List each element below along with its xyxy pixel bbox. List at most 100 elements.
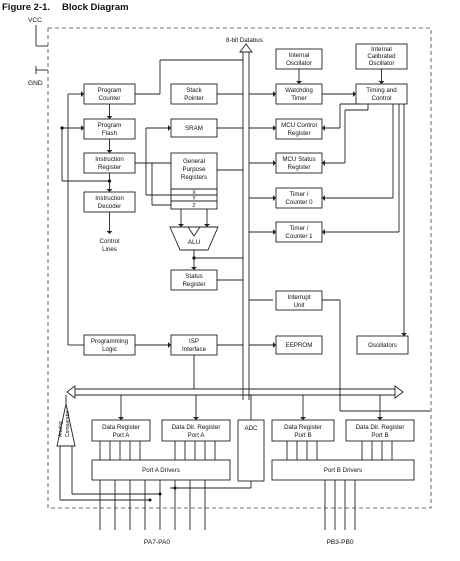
svg-text:Timer /: Timer /	[289, 225, 308, 232]
svg-text:Data Dir. Register: Data Dir. Register	[172, 424, 221, 431]
svg-text:Decoder: Decoder	[98, 203, 121, 210]
port-a-internal-lines	[99, 441, 216, 460]
internal-oscillator: Internal Oscillator	[275, 48, 323, 70]
svg-text:Interface: Interface	[182, 346, 207, 353]
svg-text:Registers: Registers	[181, 174, 207, 181]
databus-arrow-icon	[239, 43, 253, 53]
mcu-status-register: MCU Status Register	[275, 152, 323, 174]
svg-text:Program: Program	[98, 87, 122, 94]
programming-logic: Programming Logic	[83, 334, 136, 356]
gnd-label: GND	[28, 80, 43, 87]
svg-text:General: General	[183, 158, 205, 165]
port-a-drivers: Port A Drivers	[91, 459, 231, 481]
instruction-decoder: Instruction Decoder	[83, 191, 136, 213]
svg-text:Port B: Port B	[371, 432, 388, 439]
svg-text:Register: Register	[98, 164, 121, 171]
instruction-register: Instruction Register	[83, 152, 136, 174]
svg-text:Comparator: Comparator	[65, 410, 71, 437]
svg-text:Oscillator: Oscillator	[286, 60, 312, 67]
svg-text:Logic: Logic	[102, 346, 117, 353]
alu: ALU	[169, 226, 219, 251]
data-dir-register-port-b: Data Dir. Register Port B	[345, 419, 415, 442]
bus-left-arrow-icon	[66, 385, 76, 399]
svg-text:Analog: Analog	[58, 421, 64, 437]
sram: SRAM	[170, 118, 218, 138]
timer-counter-0: Timer / Counter 0	[275, 187, 323, 209]
isp-interface: ISP Interface	[170, 334, 218, 356]
data-register-port-b: Data Register Port B	[271, 419, 335, 442]
svg-text:MCU Status: MCU Status	[282, 156, 315, 163]
interrupt-unit: Interrupt Unit	[275, 290, 323, 311]
svg-text:MCU Control: MCU Control	[281, 122, 317, 129]
svg-text:Watchdog: Watchdog	[285, 87, 313, 94]
eeprom: EEPROM	[275, 335, 323, 355]
svg-text:Programming: Programming	[91, 338, 129, 345]
databus-label: 8-bit Databus	[226, 37, 263, 44]
figure-label: Figure 2-1.	[2, 2, 51, 13]
svg-text:Control: Control	[372, 95, 392, 102]
svg-text:Oscillator: Oscillator	[369, 60, 395, 67]
oscillators: Oscillators	[356, 335, 409, 355]
svg-text:Register: Register	[287, 164, 310, 171]
svg-text:Data Register: Data Register	[102, 424, 140, 431]
svg-text:Z: Z	[192, 203, 195, 209]
adc: ADC	[237, 419, 265, 482]
status-register: Status Register	[170, 269, 218, 291]
svg-text:Port A: Port A	[188, 432, 206, 439]
svg-text:Counter: Counter	[98, 95, 120, 102]
port-b-pins	[324, 480, 356, 530]
svg-text:X: X	[192, 190, 196, 196]
svg-text:Pointer: Pointer	[184, 95, 204, 102]
svg-text:Purpose: Purpose	[182, 166, 206, 173]
svg-text:Register: Register	[287, 130, 310, 137]
svg-text:Oscillators: Oscillators	[368, 342, 397, 349]
svg-text:Port B Drivers: Port B Drivers	[324, 467, 363, 474]
internal-calibrated-oscillator: Internal Calibrated Oscillator	[355, 43, 408, 70]
svg-text:Internal: Internal	[371, 46, 392, 53]
svg-text:Instruction: Instruction	[95, 195, 124, 202]
analog-comparator: Analog Comparator	[56, 403, 76, 447]
svg-text:Port A: Port A	[113, 432, 131, 439]
program-counter: Program Counter	[83, 83, 136, 105]
svg-text:Port A Drivers: Port A Drivers	[142, 467, 180, 474]
figure-title: Figure 2-1. Block Diagram	[2, 2, 129, 13]
svg-text:ADC: ADC	[244, 425, 258, 432]
svg-text:Register: Register	[182, 281, 205, 288]
watchdog-timer: Watchdog Timer	[275, 83, 323, 105]
svg-text:Interrupt: Interrupt	[287, 294, 310, 301]
svg-text:EEPROM: EEPROM	[286, 342, 313, 349]
svg-text:Y: Y	[192, 196, 196, 202]
svg-text:Unit: Unit	[293, 302, 304, 309]
bus-right-arrow-icon	[394, 385, 404, 399]
port-b-drivers: Port B Drivers	[271, 459, 415, 481]
control-lines-label-2: Lines	[102, 246, 117, 253]
port-a-pin-label: PA7-PA0	[144, 539, 170, 546]
timing-and-control: Timing and Control	[355, 83, 408, 105]
svg-text:Instruction: Instruction	[95, 156, 124, 163]
data-dir-register-port-a: Data Dir. Register Port A	[161, 419, 231, 442]
vcc-label: VCC	[28, 17, 42, 24]
svg-text:Status: Status	[185, 273, 203, 280]
svg-text:Stack: Stack	[186, 87, 202, 94]
program-flash: Program Flash	[83, 118, 136, 140]
svg-text:Port B: Port B	[294, 432, 311, 439]
port-b-internal-lines	[286, 441, 393, 460]
svg-text:Data Dir. Register: Data Dir. Register	[356, 424, 405, 431]
svg-text:Counter 0: Counter 0	[285, 199, 313, 206]
timer-counter-1: Timer / Counter 1	[275, 221, 323, 243]
svg-text:Internal: Internal	[289, 52, 310, 59]
svg-text:Timer /: Timer /	[289, 191, 308, 198]
svg-text:SRAM: SRAM	[185, 125, 203, 132]
svg-text:Counter 1: Counter 1	[285, 233, 313, 240]
svg-text:Data Register: Data Register	[284, 424, 322, 431]
svg-text:Flash: Flash	[102, 130, 118, 137]
svg-text:Timing and: Timing and	[366, 87, 397, 94]
stack-pointer: Stack Pointer	[170, 83, 218, 105]
port-a-pins	[99, 480, 206, 530]
data-register-port-a: Data Register Port A	[91, 419, 151, 442]
general-purpose-registers: General Purpose Registers X Y Z	[170, 152, 218, 210]
svg-text:Timer: Timer	[291, 95, 307, 102]
figure-caption: Block Diagram	[62, 2, 129, 13]
svg-text:ISP: ISP	[189, 338, 199, 345]
